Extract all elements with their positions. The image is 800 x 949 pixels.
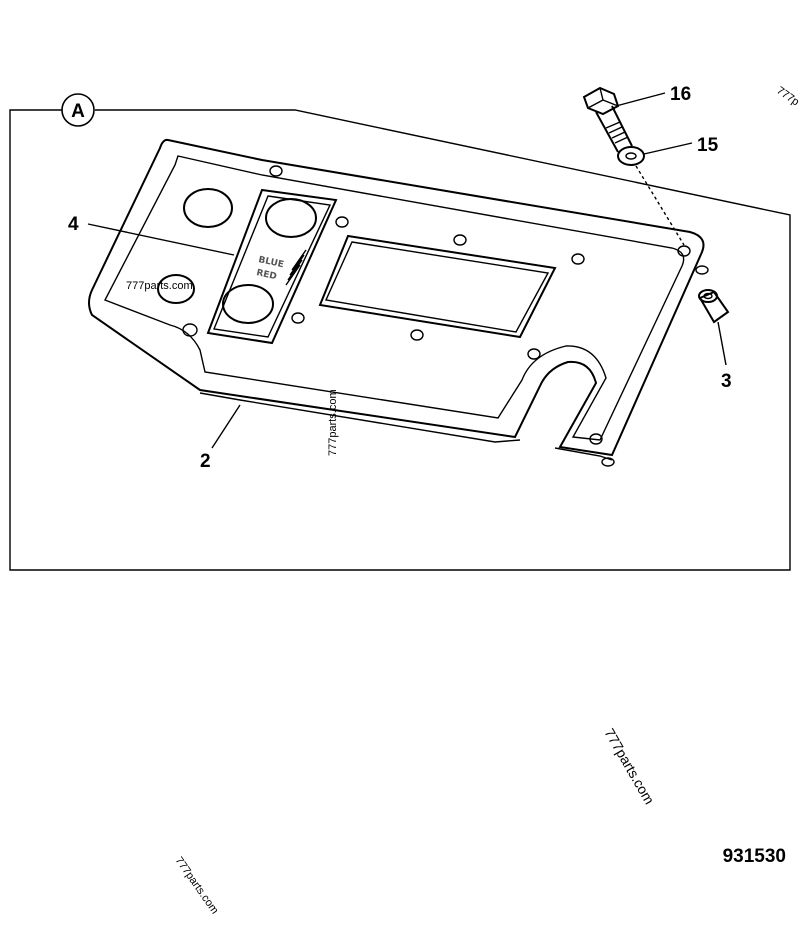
bolt-icon	[582, 86, 633, 153]
callout-3: 3	[721, 371, 732, 392]
watermark-1: 777parts.com	[126, 280, 193, 292]
watermark-4: 777parts.com	[173, 855, 221, 916]
washer-icon	[617, 146, 645, 166]
leader-2	[211, 404, 241, 449]
leader-15	[643, 142, 693, 155]
spacer-icon	[601, 265, 730, 467]
mounting-plate	[88, 138, 705, 461]
assembly-line	[635, 165, 685, 246]
leader-4	[87, 223, 235, 256]
callout-2: 2	[200, 451, 211, 472]
callout-4: 4	[68, 214, 79, 235]
watermark-2: 777parts.com	[327, 389, 339, 456]
gasket-plate: BLUE RED	[206, 188, 338, 345]
view-label-a: A	[61, 93, 95, 127]
callout-16: 16	[670, 84, 691, 105]
watermark-5: 777p	[774, 85, 800, 109]
drawing-number: 931530	[723, 846, 786, 867]
watermark-3: 777parts.com	[601, 726, 657, 807]
tag-red-text: RED	[255, 268, 277, 282]
leader-3	[717, 321, 727, 366]
view-label-text: A	[71, 101, 85, 122]
detail-frame	[9, 109, 791, 571]
callout-15: 15	[697, 135, 719, 156]
leader-16	[615, 92, 666, 107]
